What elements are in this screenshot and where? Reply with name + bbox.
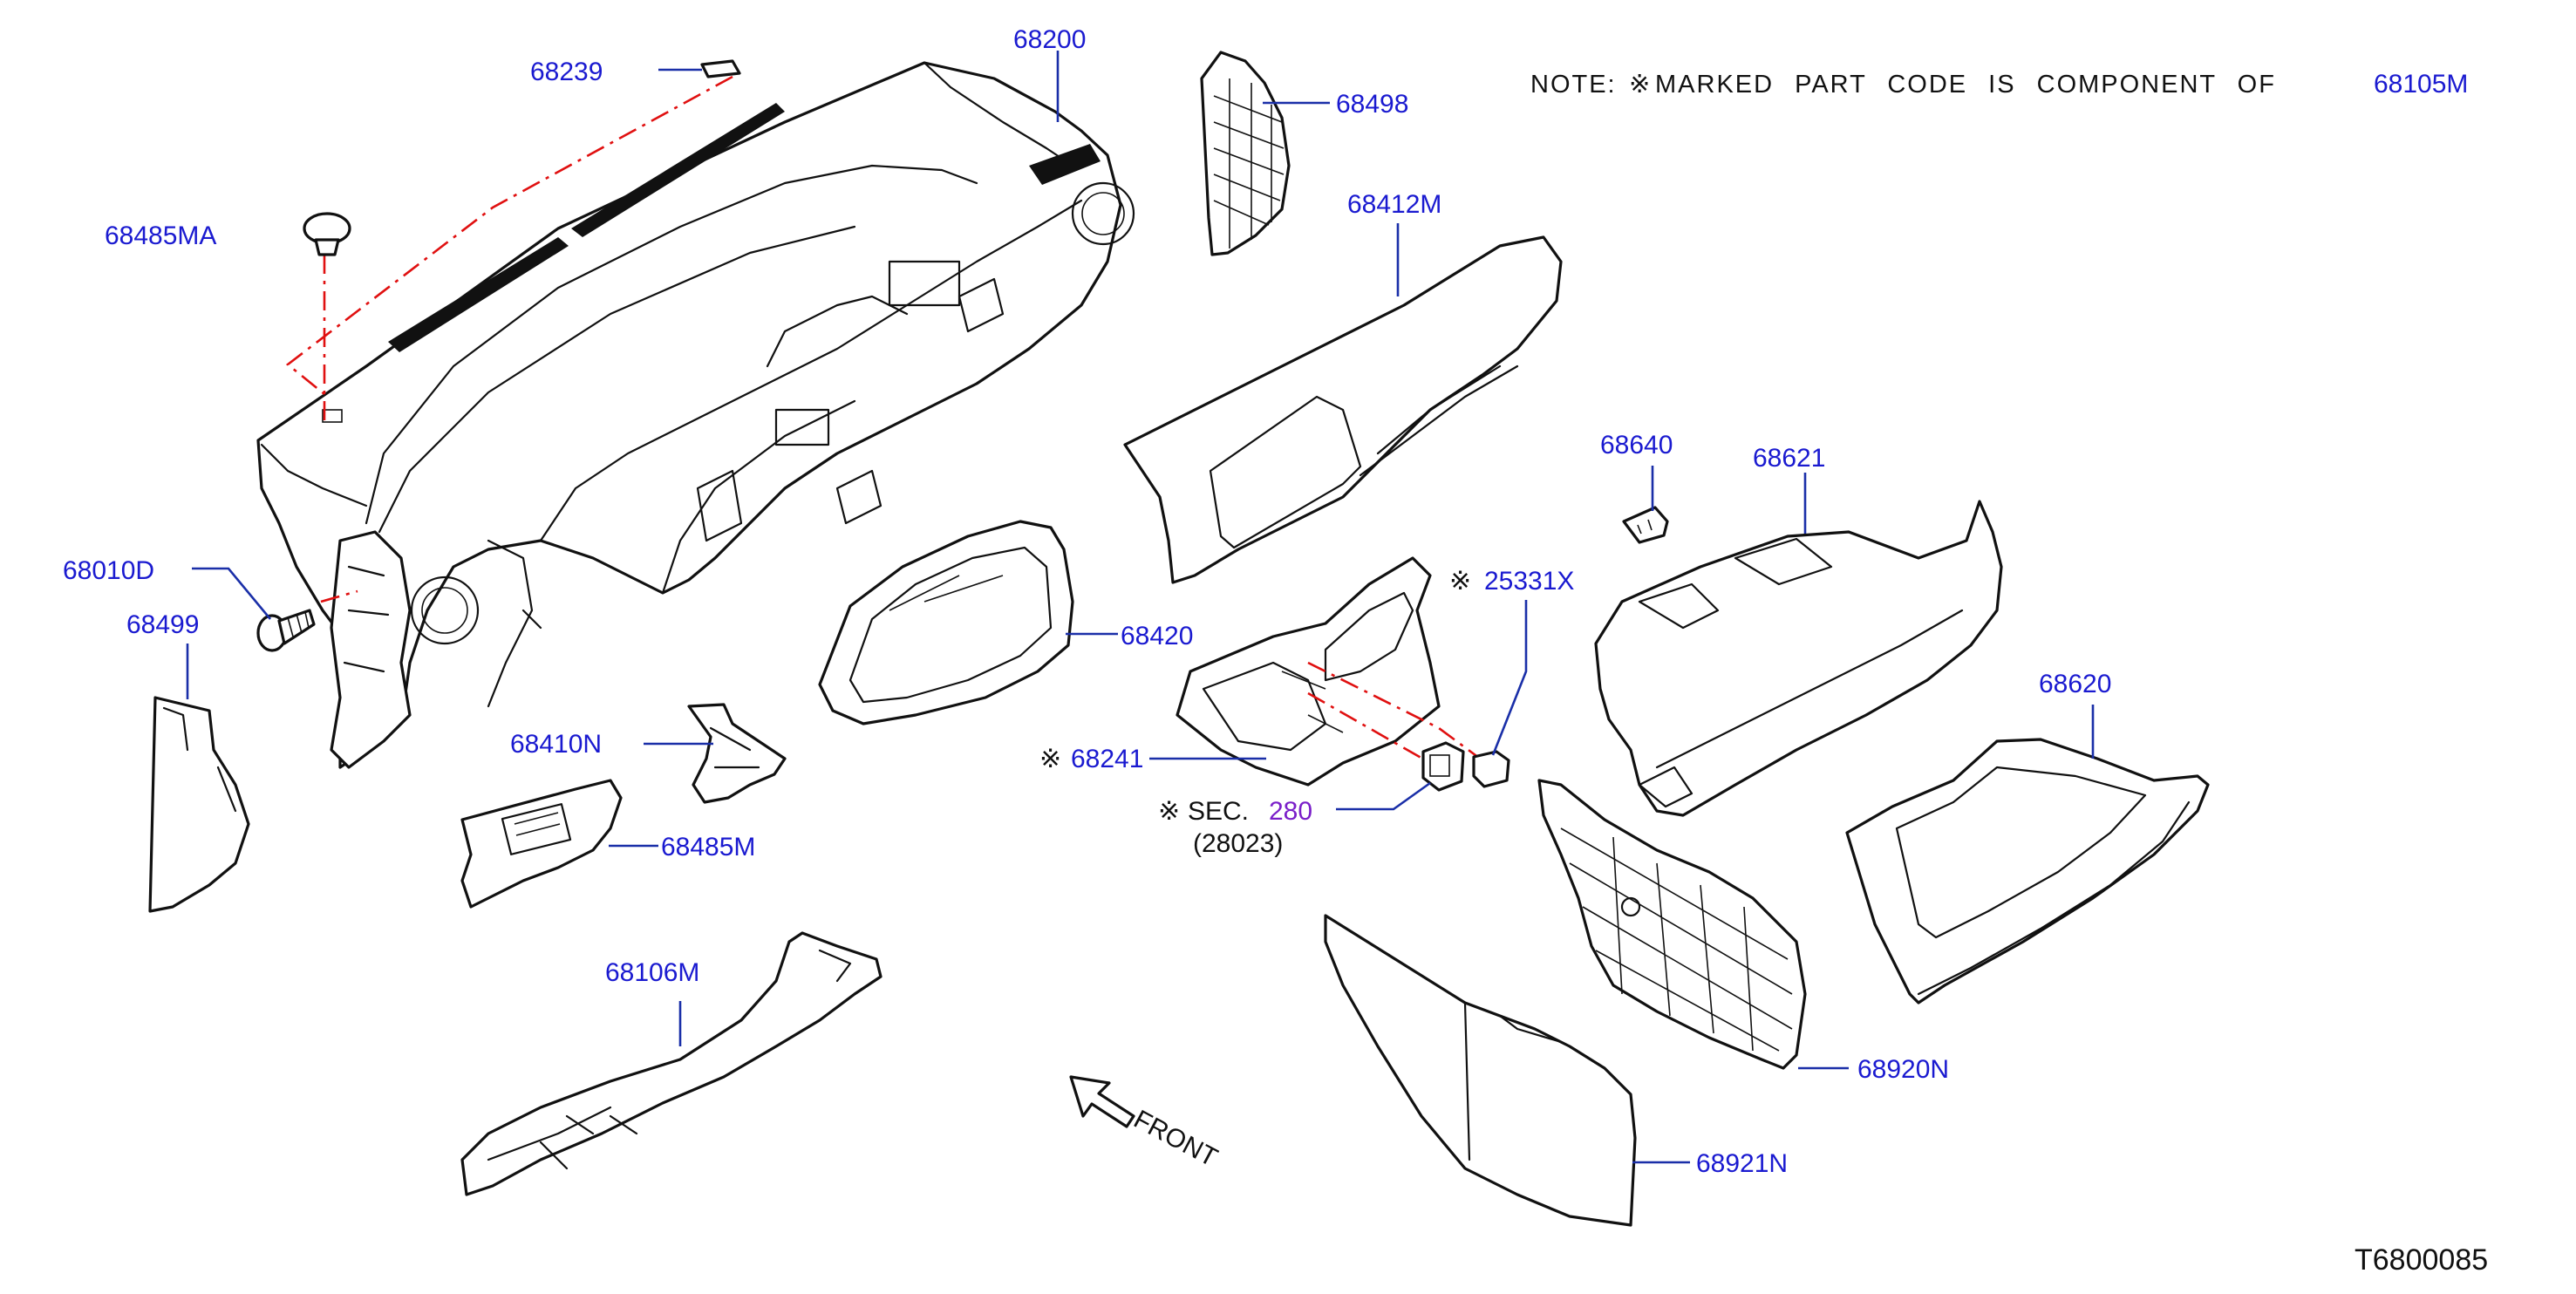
drawing-code: T6800085	[2355, 1243, 2488, 1277]
part-68498-grille	[1200, 51, 1291, 256]
instrument-panel-assembly	[256, 61, 1135, 769]
label-68241: 68241	[1071, 745, 1143, 773]
label-68010D: 68010D	[63, 556, 154, 585]
label-sec-sub: (28023)	[1193, 829, 1283, 858]
label-sec-number[interactable]: 280	[1269, 797, 1312, 826]
reference-line-switch-2	[1307, 691, 1431, 765]
note-text: MARKED PART CODE IS COMPONENT OF	[1655, 71, 2276, 99]
reference-line-switch	[1307, 661, 1483, 762]
part-68921N-lower-cover	[1324, 914, 1637, 1227]
part-68412M-cluster-lid	[1123, 235, 1563, 584]
label-68920N: 68920N	[1857, 1055, 1949, 1084]
part-25331X-switch	[1472, 750, 1510, 788]
label-68106M: 68106M	[605, 958, 699, 987]
part-68106M-lower-panel	[460, 931, 883, 1196]
note-mark: ※	[1629, 71, 1652, 99]
label-68485MA: 68485MA	[105, 221, 216, 250]
leader-25331X	[1491, 600, 1528, 756]
part-68640-clip	[1622, 506, 1669, 544]
part-68485M-switch-bezel	[460, 779, 623, 909]
label-68485M: 68485M	[661, 833, 755, 862]
label-68499: 68499	[126, 610, 199, 639]
label-68921N: 68921N	[1696, 1149, 1788, 1178]
label-68640: 68640	[1600, 431, 1673, 460]
label-25331X: 25331X	[1484, 567, 1574, 596]
part-68241-center-bezel	[1176, 556, 1441, 787]
mark-68241: ※	[1039, 745, 1061, 773]
part-68010D-screw	[256, 609, 316, 652]
label-68620: 68620	[2039, 670, 2111, 698]
label-sec-prefix: SEC.	[1188, 797, 1249, 826]
leader-sec-280	[1336, 781, 1431, 811]
part-68420-meter-cluster	[818, 520, 1074, 725]
label-68412M: 68412M	[1347, 190, 1441, 219]
part-68920N-glovebox-lid	[1537, 779, 1807, 1070]
part-68621-glovebox-housing	[1594, 500, 2003, 817]
label-68239: 68239	[530, 58, 603, 86]
label-68410N: 68410N	[510, 730, 602, 759]
part-68239-clip	[700, 59, 741, 78]
label-68420: 68420	[1121, 622, 1193, 650]
part-68410N-column-cover	[687, 703, 787, 804]
reference-lines	[285, 75, 733, 603]
note-prefix: NOTE:	[1530, 71, 1617, 99]
note-part-code: 68105M	[2374, 70, 2468, 99]
part-68620-glovebox	[1845, 738, 2210, 1005]
front-label: FRONT	[1129, 1105, 1223, 1173]
label-68200: 68200	[1013, 25, 1086, 54]
part-68485MA-clip	[303, 212, 351, 256]
label-68498: 68498	[1336, 90, 1408, 119]
mark-25331X: ※	[1449, 567, 1471, 596]
part-sec-280-unit	[1421, 741, 1465, 792]
mark-sec: ※	[1158, 797, 1180, 826]
part-68499-side-cover	[148, 696, 250, 913]
front-direction-arrow	[1069, 1075, 1135, 1128]
leader-68010D	[192, 567, 272, 620]
label-68621: 68621	[1753, 444, 1825, 473]
